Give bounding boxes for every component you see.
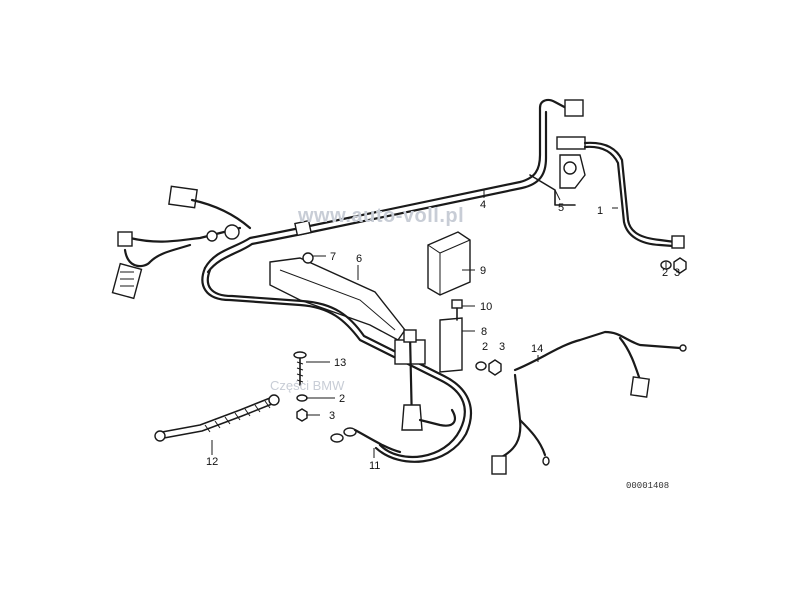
ground-strap-item-12 [154, 394, 280, 442]
watermark-brand: Części BMW [270, 378, 345, 393]
callout-2-middle: 2 [482, 341, 488, 353]
callout-2-left: 2 [339, 393, 345, 405]
callout-7: 7 [330, 251, 336, 263]
callout-12: 12 [206, 456, 218, 468]
cable-item-11 [330, 427, 402, 454]
callout-3-left: 3 [329, 410, 335, 422]
control-unit-item-9 [427, 231, 471, 296]
cable-item-1 [556, 136, 685, 249]
callout-8: 8 [481, 326, 487, 338]
cable-assembly-item-4 [203, 98, 584, 274]
bolt-item-13 [293, 351, 307, 386]
callout-3-middle: 3 [499, 341, 505, 353]
nut-washer-middle [475, 359, 502, 376]
callout-13: 13 [334, 357, 346, 369]
lower-loop-cable [201, 266, 473, 463]
watermark-url: www.auto-voll.pl [297, 205, 464, 227]
guide-rail-item-6 [269, 252, 406, 341]
callout-4: 4 [480, 199, 486, 211]
sensor-rod [401, 329, 456, 431]
callout-labels: 1 2 3 4 5 6 7 8 9 10 2 3 13 2 3 12 11 14 [206, 199, 680, 472]
callout-10: 10 [480, 301, 492, 313]
left-connector-harness [111, 185, 252, 300]
callout-6: 6 [356, 253, 362, 265]
callout-1: 1 [597, 205, 603, 217]
callout-9: 9 [480, 265, 486, 277]
callout-11: 11 [369, 460, 380, 472]
callout-14: 14 [531, 343, 543, 355]
nut-washer-left [296, 394, 308, 422]
callout-2-upper-right: 2 [662, 267, 668, 279]
callout-leaders [211, 189, 687, 458]
document-number: 00001408 [626, 481, 669, 491]
harness-item-14 [491, 330, 687, 475]
callout-5: 5 [558, 202, 564, 214]
callout-3-upper-right: 3 [674, 267, 680, 279]
